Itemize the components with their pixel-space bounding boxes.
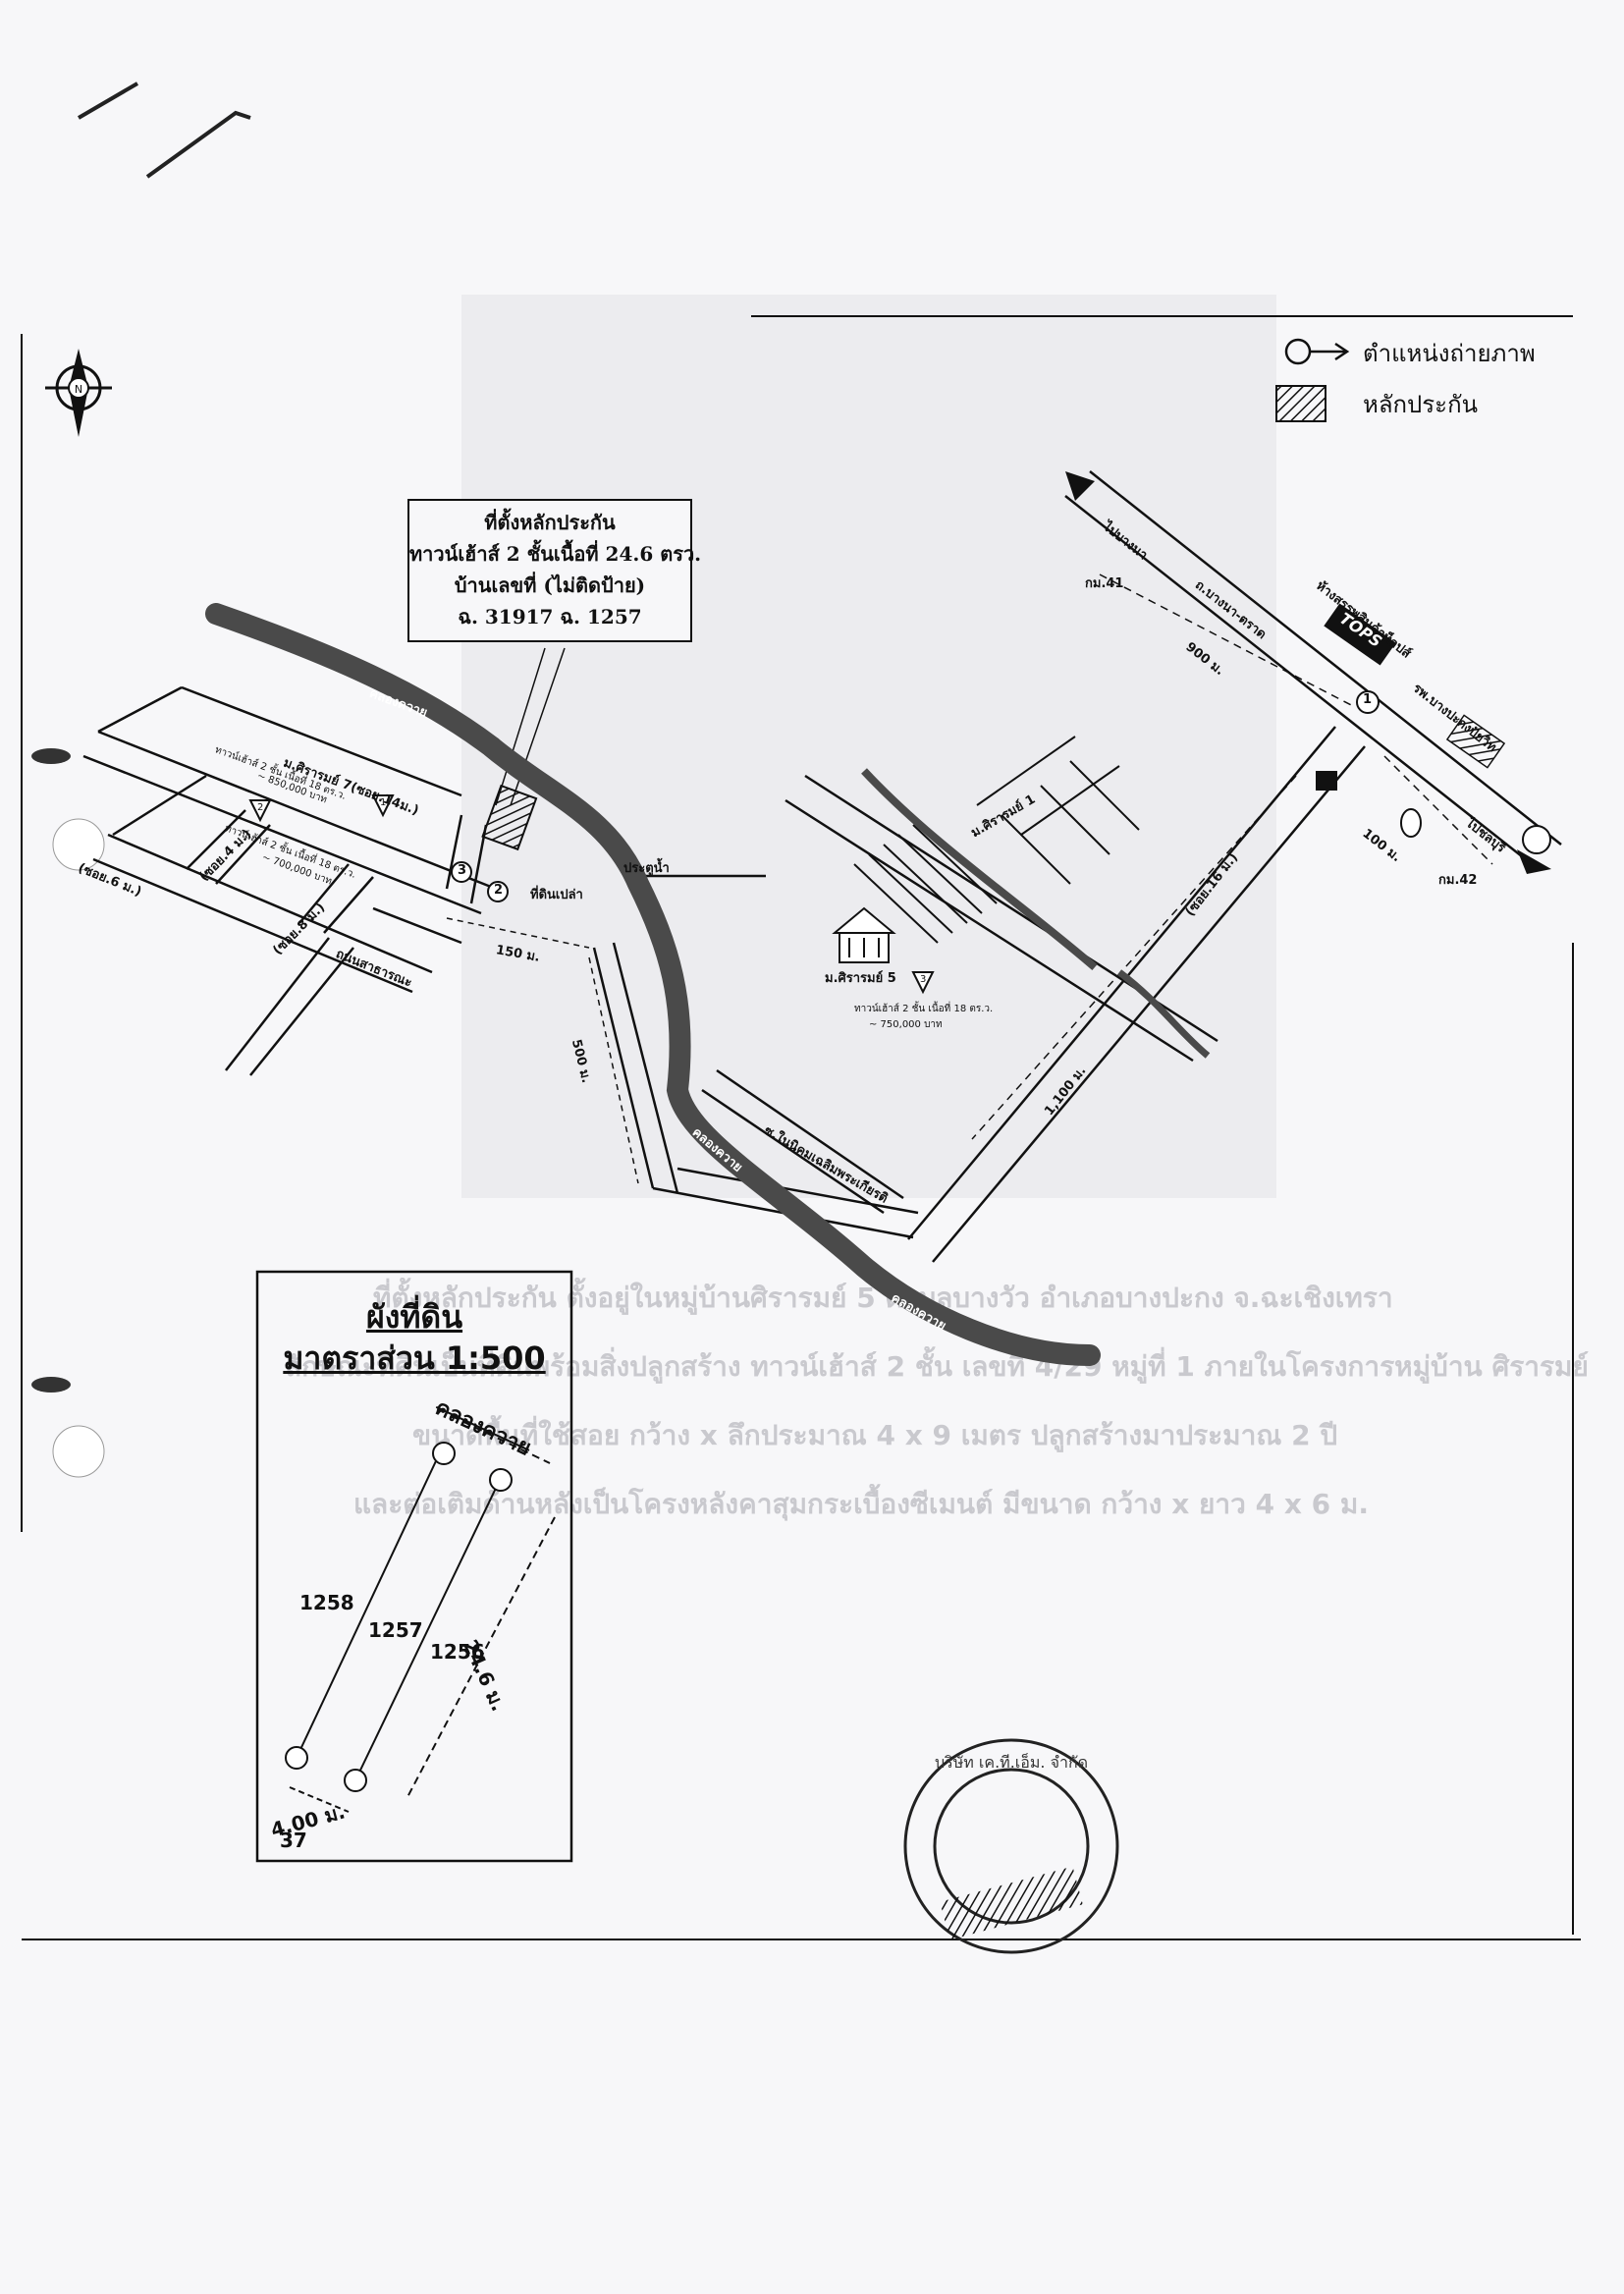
staple-mark — [145, 110, 251, 179]
bangna-trat-highway — [1064, 470, 1562, 865]
tops-logo — [1324, 603, 1396, 666]
site-plan-frame — [255, 1270, 573, 1863]
gas-station-icon — [1522, 825, 1551, 854]
comparable-marker-1 — [371, 794, 395, 818]
legend-photo-position: ตำแหน่งถ่ายภาพ — [1363, 340, 1536, 367]
bleed-through-area — [461, 295, 1276, 1198]
plot-number-right: 1256 — [430, 1640, 485, 1664]
canal-main — [205, 603, 1101, 1366]
plot-marker-label: 37 — [280, 1829, 307, 1852]
label-vacant-land: ที่ดินเปล่า — [530, 888, 583, 902]
punch-hole — [31, 1377, 71, 1393]
label-km42: กม.42 — [1438, 873, 1478, 888]
faint-text-line-4: และต่อเติมด้านหลังเป็นโครงหลังคาสุมกระเบ… — [353, 1488, 1369, 1520]
stamp-text: บริษัท เค.ที.เอ็ม. จำกัด — [935, 1752, 1088, 1772]
label-comp3: ทาวน์เฮ้าส์ 2 ชั้น เนื้อที่ 18 ตร.ว. — [854, 1004, 994, 1014]
plot-number-center: 1257 — [368, 1618, 423, 1642]
label-moo-sirarom5: ม.ศิรารมย์ 5 — [825, 971, 896, 986]
collateral-icon — [1275, 385, 1326, 422]
label-water-gate: ประตูน้ำ — [623, 861, 670, 876]
photo-point-2 — [487, 881, 509, 902]
label-comparable-1: 1 — [380, 797, 387, 808]
main-soi-16 — [907, 726, 1366, 1263]
punch-hole — [52, 818, 105, 871]
hospital-icon — [1445, 714, 1506, 769]
label-km41: กม.41 — [1085, 576, 1124, 591]
house-icon — [832, 906, 896, 963]
faint-text-line-3: ขนาดพื้นที่ใช้สอย กว้าง x ลึกประมาณ 4 x … — [412, 1419, 1338, 1451]
site-plan-parcel — [285, 1415, 556, 1813]
punch-hole — [31, 748, 71, 764]
building-icon — [1316, 771, 1337, 791]
direction-arrow — [1517, 849, 1551, 874]
photo-point-1 — [1356, 690, 1380, 714]
label-comparable-2: 2 — [257, 802, 264, 813]
legend-collateral: หลักประกัน — [1363, 391, 1479, 418]
canal-small — [1116, 969, 1211, 1059]
callout-house-number: บ้านเลขที่ (ไม่ติดป้าย) — [454, 574, 646, 597]
punch-hole — [52, 1425, 105, 1478]
label-photo-point-3: 3 — [458, 863, 467, 878]
callout-property: ทาวน์เฮ้าส์ 2 ชั้นเนื้อที่ 24.6 ตรว. — [409, 542, 702, 566]
north-arrow-icon: N — [45, 349, 112, 437]
svg-text:N: N — [75, 383, 82, 396]
callout-deed: ฉ. 31917 ฉ. 1257 — [458, 605, 642, 628]
comparable-marker-2 — [248, 799, 272, 823]
label-comp3-price: ~ 750,000 บาท — [869, 1019, 943, 1030]
label-photo-point-1: 1 — [1363, 692, 1373, 707]
label-photo-point-2: 2 — [494, 883, 504, 898]
comparable-marker-3 — [911, 971, 935, 995]
camera-position-icon — [1284, 338, 1350, 365]
direction-arrow — [1065, 471, 1095, 501]
faint-text-line-2: ลักษณะที่ดินเป็นที่ดินพร้อมสิ่งปลูกสร้าง… — [285, 1350, 1589, 1383]
site-plan-scale: มาตราส่วน 1:500 — [283, 1339, 546, 1377]
site-plan-heading: ผังที่ดิน มาตราส่วน 1:500 — [257, 1296, 571, 1379]
site-plan-title: ผังที่ดิน — [365, 1298, 463, 1336]
collateral-callout: ที่ตั้งหลักประกัน ทาวน์เฮ้าส์ 2 ชั้นเนื้… — [407, 499, 702, 642]
building-icon — [1400, 808, 1422, 838]
company-stamp: บริษัท เค.ที.เอ็ม. จำกัด — [903, 1738, 1119, 1954]
photo-point-3 — [451, 861, 472, 883]
staple-mark — [77, 82, 139, 120]
plot-number-left: 1258 — [299, 1591, 354, 1614]
village-grid — [853, 736, 1140, 944]
callout-title: ที่ตั้งหลักประกัน — [484, 511, 616, 534]
canal-small — [861, 768, 1098, 971]
left-road-grid — [82, 685, 766, 1076]
label-comparable-3: 3 — [920, 974, 927, 985]
